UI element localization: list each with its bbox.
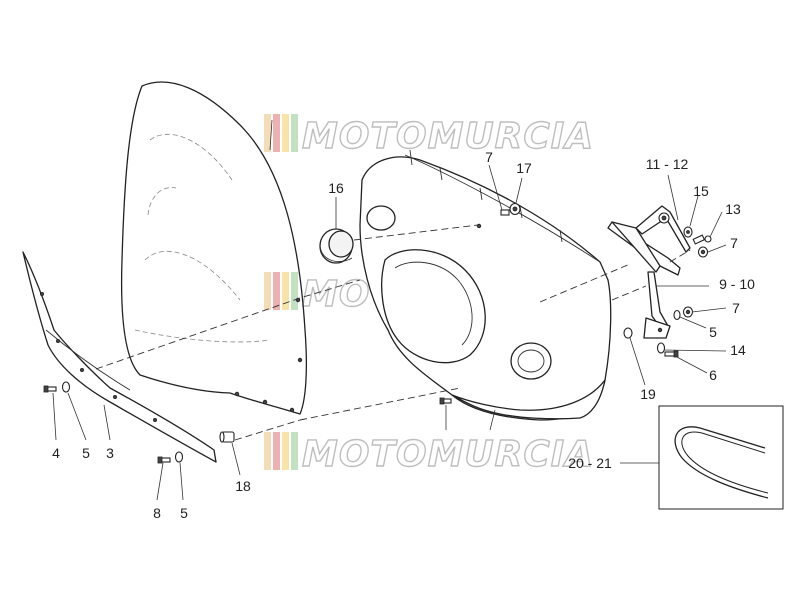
callout-20-21: 20 - 21 [568, 455, 612, 471]
washer-part-5-right [673, 309, 681, 321]
watermark-bottom: MOTOMURCIA [264, 432, 594, 476]
nut-part-7-mid [682, 306, 694, 318]
washer-part-5-lower [174, 451, 184, 463]
callout-6: 6 [709, 367, 717, 383]
callout-7-top: 7 [485, 149, 493, 165]
callout-9-10: 9 - 10 [719, 276, 755, 292]
callout-15: 15 [693, 183, 709, 199]
spacer-part-18 [219, 431, 235, 443]
windshield-mount-holes [234, 297, 303, 413]
watermark-text-top: MOTOMURCIA [302, 116, 594, 157]
callout-18: 18 [235, 478, 251, 494]
callout-13: 13 [725, 201, 741, 217]
callout-19: 19 [640, 386, 656, 402]
bolt-part-6 [664, 350, 679, 358]
callout-labels: 4 5 3 8 5 18 16 7 17 11 - 12 15 13 7 9 -… [52, 149, 755, 521]
callout-5-left: 5 [82, 445, 90, 461]
headlight-shell [359, 149, 612, 421]
mounting-bracket [607, 205, 691, 339]
screw-part-7-top [500, 209, 510, 216]
inset-box-seal [658, 405, 784, 510]
callout-17: 17 [516, 160, 532, 176]
washer-part-14 [656, 342, 666, 354]
leader-lines [52, 119, 727, 501]
callout-14: 14 [730, 342, 746, 358]
watermark-top: MOTOMURCIA [264, 114, 594, 158]
callout-5-lower: 5 [180, 505, 188, 521]
spacer-part-19 [623, 327, 633, 339]
callout-7-mid: 7 [732, 300, 740, 316]
washer-part-15 [683, 226, 693, 238]
callout-11-12: 11 - 12 [646, 156, 689, 172]
bolt-part-8 [157, 456, 171, 464]
nut-part-7-right [697, 246, 709, 258]
hardware-parts [43, 202, 712, 464]
watermark-text-bottom: MOTOMURCIA [302, 434, 594, 475]
rubber-grommet [319, 228, 354, 264]
bolt-part-4 [43, 385, 57, 393]
bolt-shell-lower [439, 397, 452, 405]
bolt-part-13 [692, 234, 712, 245]
washer-part-5-left [61, 381, 71, 393]
front-trim-strip [22, 251, 217, 463]
callout-7-right: 7 [730, 235, 738, 251]
callout-4: 4 [52, 445, 60, 461]
windshield [120, 81, 308, 415]
assembly-lines [95, 224, 691, 441]
callout-5-right: 5 [709, 324, 717, 340]
callout-8: 8 [153, 505, 161, 521]
callout-16: 16 [328, 180, 344, 196]
callout-3: 3 [106, 445, 114, 461]
nut-part-17 [509, 202, 521, 216]
